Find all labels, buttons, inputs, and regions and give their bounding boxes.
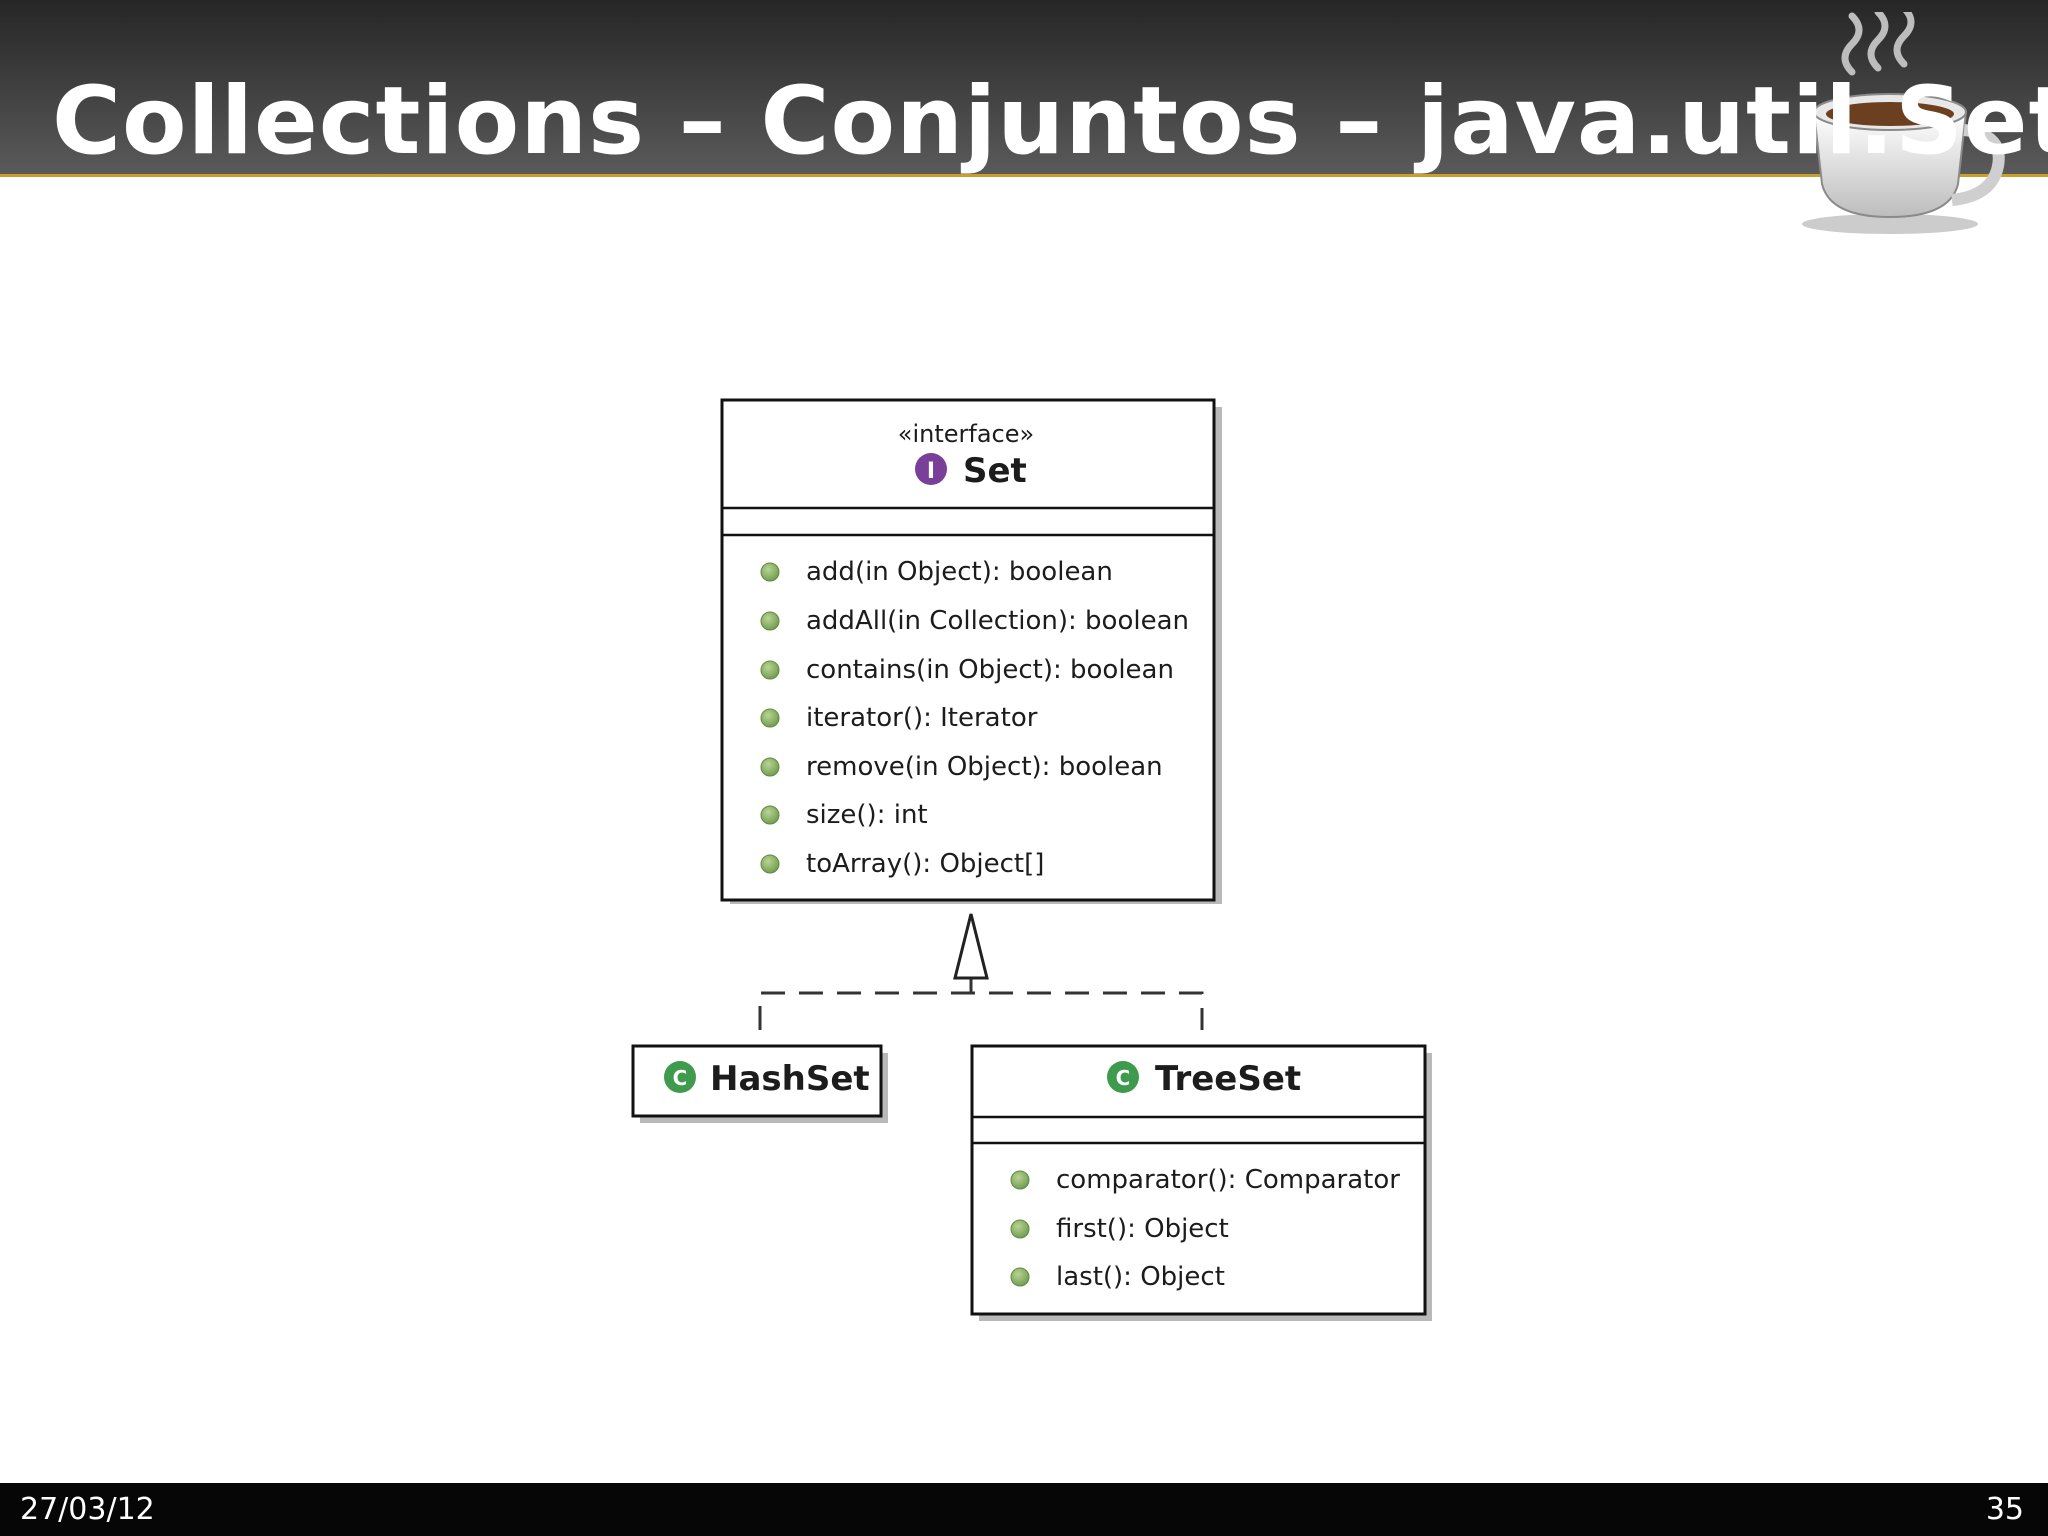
hashset-name: HashSet	[710, 1059, 870, 1099]
treeset-badge-letter: C	[1116, 1066, 1131, 1090]
method-dot-icon	[1010, 1267, 1030, 1287]
method-dot-icon	[760, 708, 780, 728]
method-dot-icon	[760, 562, 780, 582]
method-label: remove(in Object): boolean	[806, 752, 1163, 782]
method-label: iterator(): Iterator	[806, 703, 1038, 733]
set-interface-box: «interface» I Set add(in Object): boolea…	[720, 398, 1222, 904]
method-label: comparator(): Comparator	[1056, 1165, 1400, 1195]
class-badge-icon: C	[1107, 1061, 1139, 1093]
class-badge-icon: C	[664, 1061, 696, 1093]
hashset-class-box: C HashSet	[631, 1044, 888, 1123]
slide-date: 27/03/12	[20, 1492, 155, 1527]
method-label: add(in Object): boolean	[806, 557, 1113, 587]
method-dot-icon	[1010, 1219, 1030, 1239]
coffee-cup-icon	[1802, 12, 2005, 234]
slide-footer: 27/03/12 35	[0, 1483, 2048, 1536]
method-label: first(): Object	[1056, 1214, 1229, 1244]
method-dot-icon	[1010, 1170, 1030, 1190]
slide-title: Collections – Conjuntos – java.util.Set	[52, 67, 2048, 176]
interface-name: Set	[963, 451, 1027, 491]
method-label: addAll(in Collection): boolean	[806, 606, 1189, 636]
realization-connector	[758, 913, 1204, 1030]
method-dot-icon	[760, 854, 780, 874]
method-dot-icon	[760, 757, 780, 777]
slide-header	[0, 0, 2048, 177]
method-label: size(): int	[806, 800, 928, 830]
slide-page-number: 35	[1985, 1492, 2024, 1527]
method-label: toArray(): Object[]	[806, 849, 1044, 879]
method-label: last(): Object	[1056, 1262, 1225, 1292]
method-label: contains(in Object): boolean	[806, 655, 1174, 685]
method-dot-icon	[760, 660, 780, 680]
method-dot-icon	[760, 805, 780, 825]
inheritance-arrowhead	[953, 913, 989, 980]
interface-badge-letter: I	[927, 459, 935, 484]
interface-badge-icon: I	[915, 453, 947, 485]
treeset-class-box: C TreeSet comparator(): Comparator first…	[970, 1044, 1432, 1321]
method-dot-icon	[760, 611, 780, 631]
treeset-name: TreeSet	[1155, 1059, 1301, 1099]
interface-stereotype: «interface»	[898, 420, 1034, 448]
hashset-badge-letter: C	[673, 1066, 688, 1090]
